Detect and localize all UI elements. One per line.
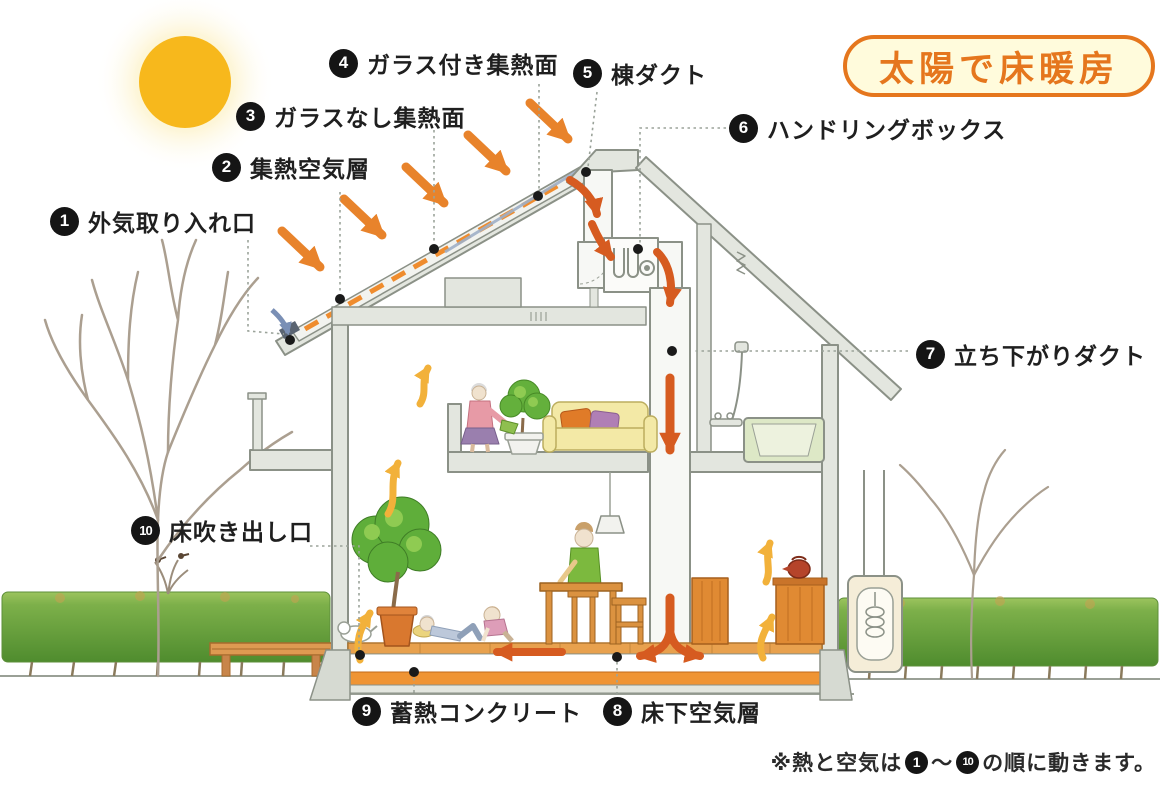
kettle <box>787 559 811 579</box>
pendant-lamp <box>595 472 625 534</box>
shower-hose <box>731 351 743 421</box>
callout-2-label: 集熱空気層 <box>250 156 370 182</box>
heat-flow-arrows <box>493 176 704 663</box>
callout-10-number: 10 <box>131 515 160 545</box>
second-floor-slab-left <box>447 451 649 473</box>
footnote: ※熱と空気は 1 〜 10 の順に動きます。 <box>690 747 1156 777</box>
callout-8-number: 8 <box>603 696 632 726</box>
bathroom <box>709 341 825 463</box>
callout-3-label: ガラスなし集熱面 <box>274 105 466 131</box>
house-structure <box>247 149 902 701</box>
right-footing <box>819 649 853 701</box>
callout-2-number: 2 <box>212 152 241 182</box>
callout-8-label: 床下空気層 <box>641 700 761 726</box>
callout-1-label: 外気取り入れ口 <box>88 210 256 236</box>
sofa <box>542 401 658 453</box>
person-watering <box>460 383 519 453</box>
desk-and-person <box>539 521 647 645</box>
wood-floor <box>347 642 823 655</box>
hedge-left <box>1 553 331 677</box>
leader-lines <box>247 84 908 694</box>
callout-8: 8 床下空気層 <box>603 694 761 728</box>
callout-6: 6 ハンドリングボックス <box>729 111 1006 145</box>
callout-7-number: 7 <box>916 339 945 369</box>
footnote-suffix: の順に動きます。 <box>982 752 1156 775</box>
heat-storage-concrete <box>347 671 823 686</box>
floor-assembly <box>309 642 853 701</box>
callout-5-number: 5 <box>573 58 602 88</box>
chair <box>567 590 599 598</box>
callout-6-number: 6 <box>729 113 758 143</box>
cabinet <box>691 577 729 645</box>
footnote-tilde: 〜 <box>931 752 954 775</box>
callout-9-number: 9 <box>352 696 381 726</box>
down-duct <box>649 287 691 646</box>
footnote-from-number: 1 <box>905 750 929 774</box>
bare-tree-right <box>898 448 1050 680</box>
callout-3: 3 ガラスなし集熱面 <box>236 99 466 133</box>
callout-3-number: 3 <box>236 101 265 131</box>
person-lying <box>412 615 483 642</box>
sun-icon <box>95 0 275 172</box>
callout-5: 5 棟ダクト <box>573 56 707 90</box>
isolator-coil <box>736 251 746 275</box>
callout-4-number: 4 <box>329 48 358 78</box>
small-bare-shrub <box>154 559 189 595</box>
desk <box>539 582 623 592</box>
attic-step <box>444 277 522 308</box>
callout-2: 2 集熱空気層 <box>212 150 370 184</box>
callout-9: 9 蓄熱コンクリート <box>352 694 582 728</box>
callout-9-label: 蓄熱コンクリート <box>390 700 582 726</box>
footnote-prefix: ※熱と空気は <box>770 752 903 775</box>
left-footing <box>309 649 351 701</box>
bare-tree-left <box>43 238 294 678</box>
callout-10: 10 床吹き出し口 <box>131 513 313 547</box>
callout-4: 4 ガラス付き集熱面 <box>329 46 559 80</box>
water-heater <box>847 470 903 673</box>
title-badge: 太陽で床暖房 <box>843 35 1155 97</box>
callout-10-label: 床吹き出し口 <box>169 519 313 545</box>
callout-1: 1 外気取り入れ口 <box>50 204 256 238</box>
bathroom-wall <box>696 223 712 453</box>
title-text: 太陽で床暖房 <box>878 49 1119 89</box>
callout-4-label: ガラス付き集熱面 <box>367 52 559 78</box>
callout-7: 7 立ち下がりダクト <box>916 337 1146 371</box>
collector-glass <box>444 165 585 254</box>
callout-1-number: 1 <box>50 206 79 236</box>
balcony <box>247 392 333 471</box>
underfloor-air-layer <box>347 653 823 673</box>
shower-head <box>734 341 749 353</box>
callout-7-label: 立ち下がりダクト <box>954 343 1146 369</box>
slab-lip <box>447 403 462 453</box>
sun-ray-arrows <box>277 98 573 272</box>
ground-line <box>0 675 1160 695</box>
footnote-to-number: 10 <box>956 750 980 774</box>
attic-slab <box>331 306 647 326</box>
callout-dots <box>285 167 677 677</box>
callout-5-label: 棟ダクト <box>611 62 707 88</box>
potted-plant-upstairs <box>499 379 551 455</box>
intake-air-arrow <box>270 308 292 336</box>
watering-can <box>499 419 519 435</box>
kitchen-counter <box>772 555 828 645</box>
faucet <box>709 418 743 427</box>
child-crawling <box>481 606 514 643</box>
stool <box>611 597 647 606</box>
callout-6-label: ハンドリングボックス <box>767 117 1007 143</box>
